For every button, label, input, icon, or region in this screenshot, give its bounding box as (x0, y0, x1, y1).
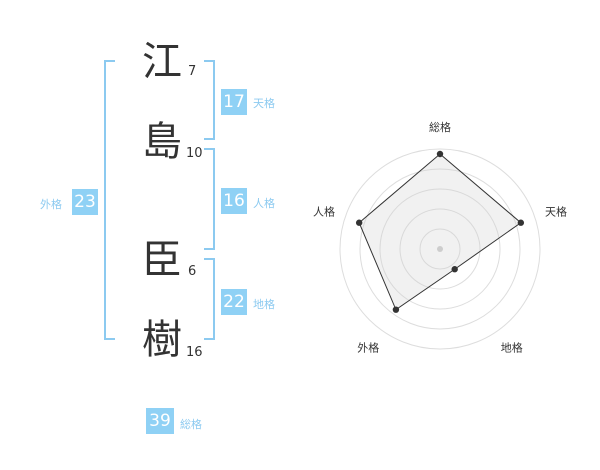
radar-ring (359, 168, 521, 330)
radar-point (436, 150, 444, 158)
given-char-1: 臣 (142, 237, 182, 283)
chikaku-label: 地格 (253, 298, 275, 311)
tenkaku-badge: 17 (221, 89, 247, 115)
tenkaku-label: 天格 (253, 97, 275, 110)
radar-axis-label: 天格 (545, 204, 567, 218)
gaikaku-label: 外格 (40, 198, 62, 211)
jinkaku-label: 人格 (253, 197, 275, 210)
surname-char-1: 江 (142, 39, 182, 85)
surname-char-2-strokes: 10 (186, 146, 203, 161)
radar-ring (399, 208, 481, 290)
gaikaku-badge: 23 (72, 189, 98, 215)
radar-point (517, 219, 525, 226)
chikaku-badge: 22 (221, 289, 247, 315)
radar-axis-label: 外格 (357, 341, 379, 355)
radar-point (355, 219, 363, 226)
soukaku-badge: 39 (146, 408, 174, 434)
radar-ring (339, 148, 541, 350)
radar-axis-label: 人格 (313, 204, 335, 218)
radar-rings (339, 148, 541, 350)
surname-char-1-strokes: 7 (188, 64, 197, 79)
radar-axis-label: 総格 (429, 120, 451, 134)
radar-points (355, 150, 525, 313)
chikaku-bracket (204, 258, 215, 340)
surname-char-2: 島 (142, 119, 182, 165)
radar-data-polygon (358, 153, 522, 311)
gaikaku-bracket (104, 60, 115, 340)
radar-axis-label: 地格 (501, 341, 523, 355)
radar-point (392, 306, 400, 313)
radar-ring (419, 228, 461, 270)
jinkaku-bracket (204, 148, 215, 250)
jinkaku-badge: 16 (221, 188, 247, 214)
radar-center (437, 246, 443, 252)
given-char-1-strokes: 6 (188, 264, 197, 279)
given-char-2: 樹 (142, 317, 182, 363)
tenkaku-bracket (204, 60, 215, 140)
soukaku-label: 総格 (180, 418, 202, 431)
given-char-2-strokes: 16 (186, 345, 203, 360)
radar-point (451, 266, 458, 273)
radar-ring (379, 188, 501, 310)
